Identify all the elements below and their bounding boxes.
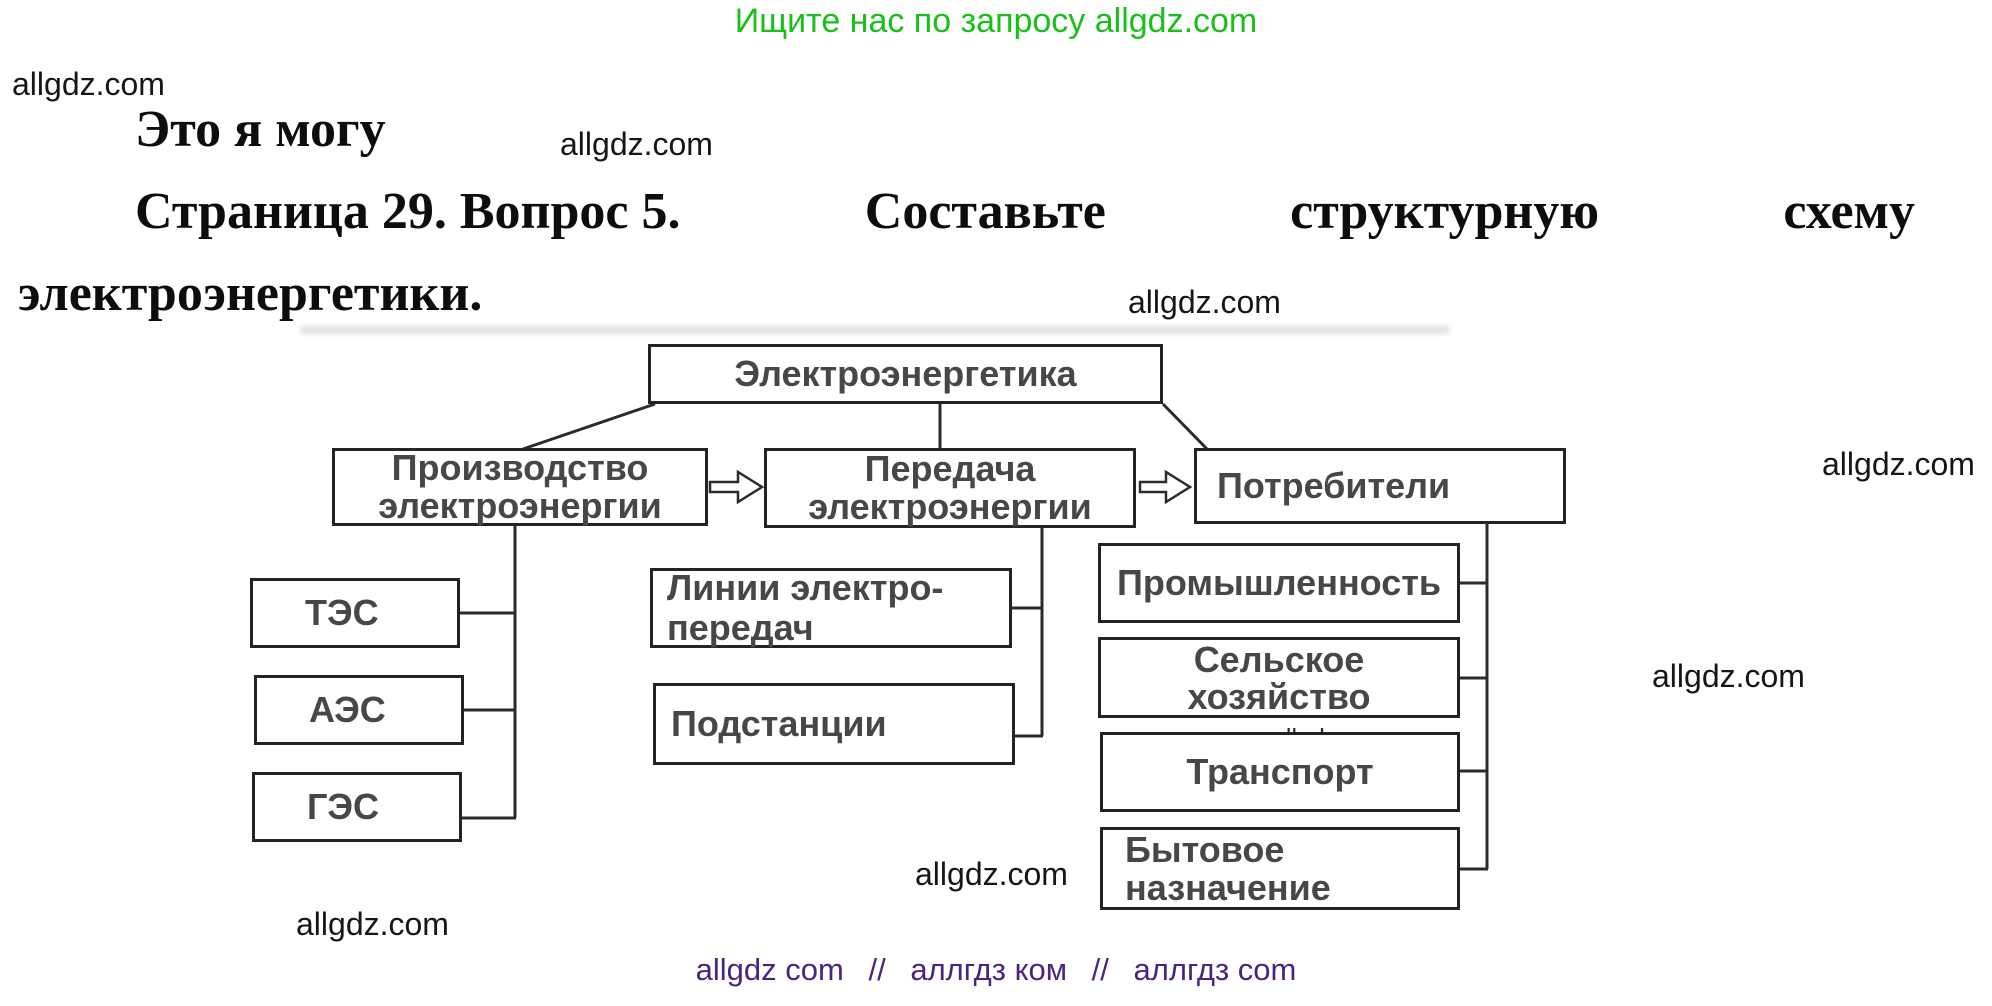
diagram-box-agriculture: Сельское хозяйство bbox=[1098, 637, 1460, 718]
diagram-box-substations: Подстанции bbox=[653, 683, 1015, 765]
diagram-box-transport: Транспорт bbox=[1100, 732, 1460, 812]
diagram-box-household: Бытовое назначение bbox=[1100, 827, 1460, 910]
diagram-box-power-lines: Линии электро- передач bbox=[650, 568, 1012, 648]
watermark: allgdz.com bbox=[296, 906, 449, 942]
watermark: allgdz.com bbox=[1652, 658, 1805, 694]
watermark: allgdz.com bbox=[915, 856, 1068, 892]
watermark: allgdz.com bbox=[12, 66, 165, 102]
diagram-box-electroenergetics: Электроэнергетика bbox=[648, 344, 1163, 404]
erased-text-smudge bbox=[300, 326, 1450, 334]
question-heading-part: Составьте bbox=[864, 183, 1106, 240]
right-block-arrow-icon bbox=[708, 469, 765, 505]
question-heading-line2: электроэнергетики. bbox=[18, 265, 483, 322]
diagram-box-consumers: Потребители bbox=[1194, 448, 1566, 524]
footer-link: аллгдз com bbox=[1133, 952, 1297, 987]
diagram-box-transmission: Передача электроэнергии bbox=[764, 448, 1136, 528]
section-title: Это я могу bbox=[135, 101, 386, 158]
diagram-box-production: Производство электроэнергии bbox=[332, 448, 708, 526]
diagram-box-ges: ГЭС bbox=[252, 772, 462, 842]
question-heading-part: схему bbox=[1783, 183, 1915, 240]
footer-link: allgdz com bbox=[695, 952, 844, 987]
watermark: allgdz.com bbox=[1822, 446, 1975, 482]
question-heading-part: структурную bbox=[1290, 183, 1600, 240]
footer-link: аллгдз ком bbox=[910, 952, 1068, 987]
question-heading-part: Страница 29. Вопрос 5. bbox=[135, 183, 681, 240]
top-banner-text: Ищите нас по запросу allgdz.com bbox=[734, 2, 1258, 40]
footer-separator: // bbox=[868, 952, 886, 987]
footer-separator: // bbox=[1091, 952, 1109, 987]
watermark: allgdz.com bbox=[1128, 284, 1281, 320]
diagram-box-tes: ТЭС bbox=[250, 578, 460, 648]
footer-links: allgdz com // аллгдз ком // аллгдз com bbox=[0, 952, 1992, 988]
diagram-box-aes: АЭС bbox=[254, 675, 464, 745]
right-block-arrow-icon bbox=[1138, 469, 1193, 505]
question-heading: Страница 29. Вопрос 5. Составьте структу… bbox=[135, 182, 1915, 241]
watermark: allgdz.com bbox=[560, 126, 713, 162]
diagram-box-industry: Промышленность bbox=[1098, 543, 1460, 623]
